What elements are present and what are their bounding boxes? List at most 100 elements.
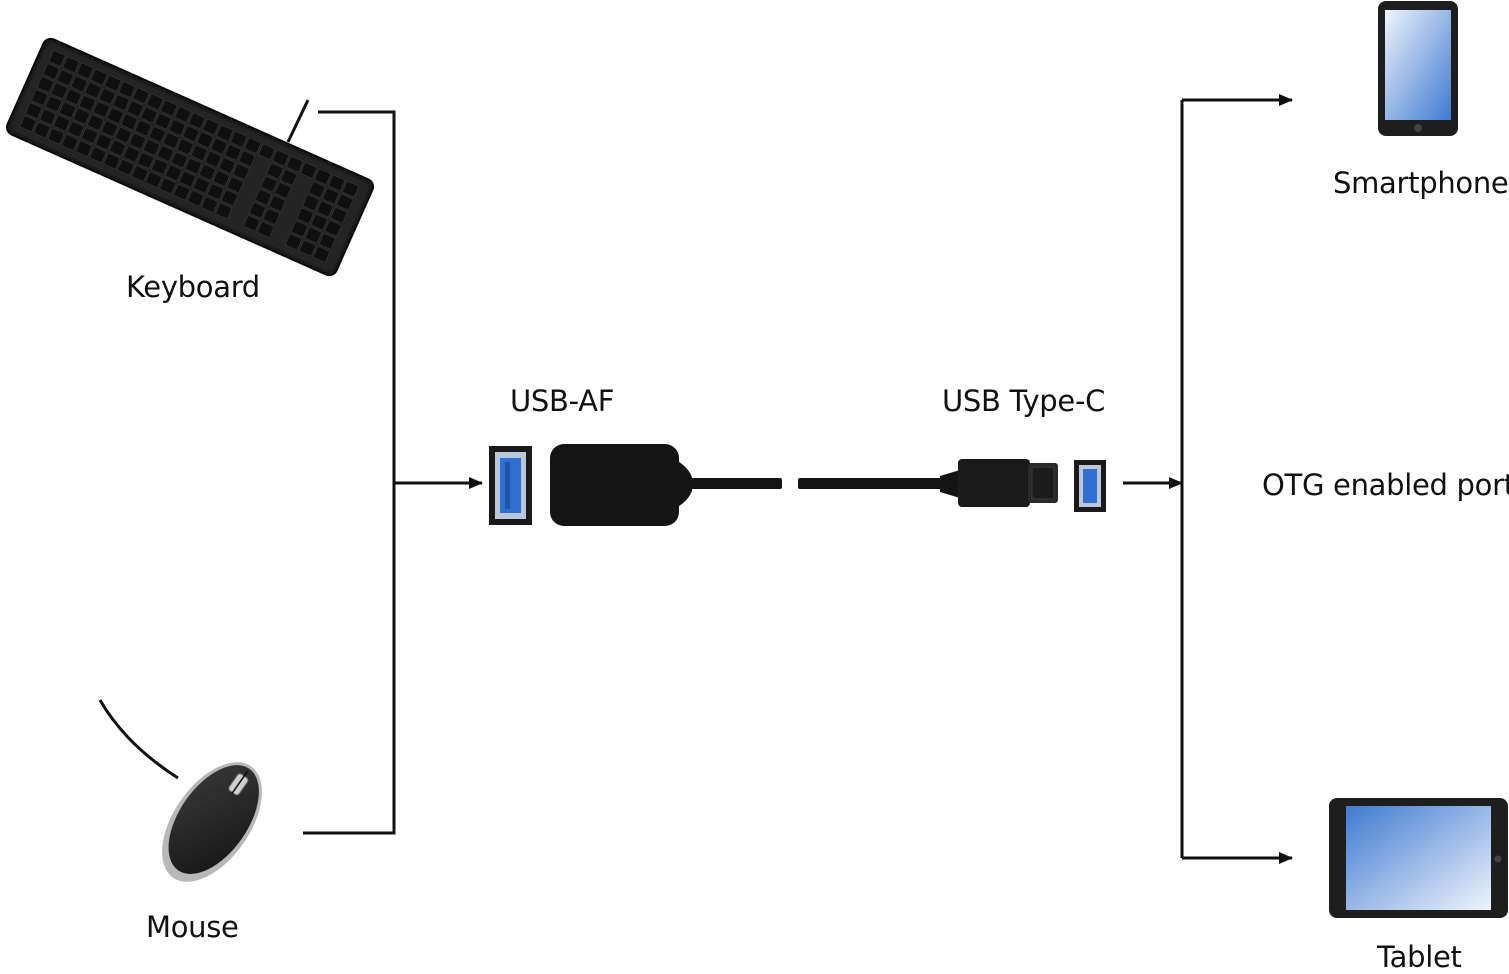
keyboard-key bbox=[51, 82, 68, 99]
keyboard-key bbox=[272, 150, 289, 166]
keyboard-key bbox=[132, 87, 150, 104]
keyboard-key bbox=[274, 182, 292, 199]
keyboard-key bbox=[48, 50, 66, 67]
keyboard-key bbox=[210, 138, 228, 155]
keyboard-key bbox=[137, 152, 154, 169]
keyboard-key bbox=[81, 127, 98, 144]
usb-otg-adapter-icon bbox=[550, 444, 782, 526]
keyboard-key bbox=[316, 201, 334, 217]
keyboard-key bbox=[193, 177, 210, 194]
keyboard-key bbox=[104, 75, 122, 92]
keyboard-key bbox=[115, 127, 132, 143]
usb-type-c-label: USB Type-C bbox=[942, 384, 1106, 418]
keyboard-key bbox=[191, 145, 208, 161]
keyboard-key bbox=[95, 133, 112, 150]
keyboard-key bbox=[257, 221, 274, 238]
keyboard-key bbox=[336, 194, 354, 211]
keyboard-key bbox=[260, 176, 278, 193]
tablet-icon bbox=[1329, 798, 1508, 918]
keyboard-key bbox=[258, 143, 275, 160]
keyboard-key bbox=[227, 176, 244, 193]
input-bracket-connector bbox=[303, 110, 483, 835]
keyboard-key bbox=[121, 113, 138, 130]
keyboard-key bbox=[25, 102, 43, 119]
keyboard-key bbox=[75, 140, 93, 157]
keyboard-key bbox=[19, 115, 37, 132]
smartphone-label: Smartphone bbox=[1333, 166, 1509, 200]
keyboard-key bbox=[143, 139, 160, 156]
keyboard-key bbox=[129, 133, 146, 150]
keyboard-icon bbox=[5, 37, 375, 277]
keyboard-key bbox=[230, 131, 248, 148]
keyboard-key bbox=[291, 220, 308, 237]
keyboard-label: Keyboard bbox=[126, 270, 260, 304]
keyboard-key bbox=[297, 207, 314, 224]
keyboard-key bbox=[79, 95, 96, 112]
keyboard-key bbox=[39, 108, 57, 125]
keyboard-key bbox=[263, 208, 280, 225]
keyboard-key bbox=[103, 153, 121, 170]
keyboard-key bbox=[280, 169, 298, 186]
usb-a-port-icon bbox=[489, 446, 532, 525]
mouse-icon bbox=[98, 699, 262, 882]
keyboard-key bbox=[196, 131, 214, 148]
keyboard-key bbox=[45, 95, 62, 112]
keyboard-key bbox=[109, 140, 126, 156]
keyboard-key bbox=[322, 188, 340, 204]
keyboard-key bbox=[314, 168, 331, 185]
keyboard-key bbox=[185, 158, 202, 175]
keyboard-key bbox=[171, 151, 188, 168]
keyboard-key bbox=[330, 207, 348, 224]
otg-port-label: OTG enabled port bbox=[1262, 468, 1509, 502]
keyboard-key bbox=[151, 158, 168, 175]
keyboard-key bbox=[90, 69, 108, 86]
keyboard-key bbox=[149, 126, 166, 143]
keyboard-key bbox=[67, 121, 84, 138]
keyboard-key bbox=[123, 146, 140, 163]
keyboard-key bbox=[238, 150, 256, 167]
keyboard-key bbox=[173, 184, 190, 201]
output-bracket-connector bbox=[1123, 94, 1293, 864]
keyboard-key bbox=[215, 202, 232, 219]
keyboard-key bbox=[205, 151, 222, 168]
keyboard-key bbox=[266, 163, 284, 180]
keyboard-key bbox=[57, 69, 74, 86]
keyboard-key bbox=[73, 108, 90, 125]
keyboard-key bbox=[87, 114, 104, 131]
keyboard-key bbox=[98, 88, 116, 105]
keyboard-key bbox=[213, 170, 230, 187]
keyboard-key bbox=[146, 94, 164, 110]
keyboard-key bbox=[221, 189, 238, 206]
keyboard-key bbox=[65, 89, 82, 105]
keyboard-key bbox=[218, 157, 236, 174]
keyboard-key bbox=[177, 138, 194, 155]
keyboard-key bbox=[269, 195, 286, 212]
keyboard-key bbox=[43, 63, 60, 80]
keyboard-key bbox=[165, 164, 182, 181]
keyboard-key bbox=[187, 190, 204, 207]
keyboard-key bbox=[199, 164, 216, 181]
keyboard-key bbox=[117, 159, 135, 176]
keyboard-key bbox=[47, 128, 65, 145]
keyboard-key bbox=[59, 102, 76, 119]
keyboard-key bbox=[188, 112, 206, 129]
keyboard-key bbox=[62, 56, 80, 73]
keyboard-key bbox=[202, 118, 220, 135]
keyboard-key bbox=[140, 107, 158, 123]
keyboard-key bbox=[249, 202, 266, 219]
keyboard-key bbox=[174, 106, 192, 123]
keyboard-key bbox=[163, 132, 180, 149]
keyboard-key bbox=[160, 100, 178, 117]
keyboard-key bbox=[101, 120, 118, 137]
keyboard-key bbox=[285, 234, 302, 250]
tablet-label: Tablet bbox=[1377, 940, 1462, 974]
keyboard-key bbox=[319, 233, 336, 250]
keyboard-key bbox=[71, 75, 88, 92]
mouse-label: Mouse bbox=[146, 910, 239, 944]
keyboard-key bbox=[126, 100, 144, 117]
keyboard-key bbox=[135, 120, 152, 137]
keyboard-key bbox=[168, 119, 186, 136]
keyboard-key bbox=[302, 194, 320, 211]
otg-port-icon bbox=[1074, 460, 1106, 512]
keyboard-key bbox=[244, 137, 261, 154]
